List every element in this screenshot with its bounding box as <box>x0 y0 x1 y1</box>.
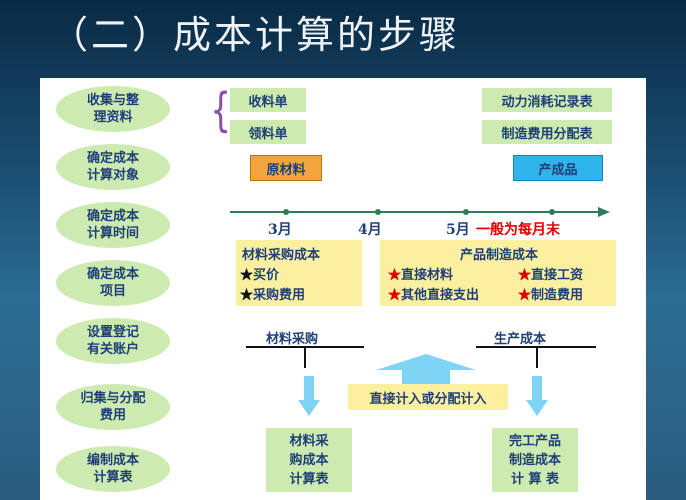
timeline-may: 5月 <box>446 222 470 238</box>
doc-power-record: 动力消耗记录表 <box>482 88 612 112</box>
account-purchase-label: 材料采购 <box>266 332 319 347</box>
object-finished-product: 产成品 <box>513 155 603 181</box>
step-prepare-table: 编制成本计算表 <box>56 446 170 492</box>
production-item: ★制造费用 <box>518 288 584 303</box>
account-purchase-divider <box>304 346 306 368</box>
step-allocate-expenses: 归集与分配费用 <box>56 384 170 430</box>
step-set-accounts: 设置登记有关账户 <box>56 318 170 364</box>
step-collect-data: 收集与整理资料 <box>56 86 170 132</box>
up-arrow-icon <box>376 354 476 388</box>
production-item: ★直接材料 <box>388 268 454 283</box>
timeline-april: 4月 <box>358 222 382 238</box>
output-product-table: 完工产品制造成本计 算 表 <box>492 428 578 492</box>
star-icon: ★ <box>388 268 402 283</box>
down-arrow-icon <box>526 376 548 416</box>
star-icon: ★ <box>240 288 254 303</box>
timeline-note: 一般为每月末 <box>476 222 560 238</box>
doc-overhead-allocation: 制造费用分配表 <box>482 120 612 144</box>
purchase-cost-box: 材料采购成本 ★买价 ★采购费用 <box>236 240 362 306</box>
doc-receipt-note: 收料单 <box>230 88 306 112</box>
object-raw-material: 原材料 <box>250 155 322 181</box>
down-arrow-icon <box>298 376 320 416</box>
timeline-axis <box>230 207 610 217</box>
production-item: ★直接工资 <box>518 268 584 283</box>
star-icon: ★ <box>518 288 532 303</box>
page-title: （二）成本计算的步骤 <box>50 13 461 57</box>
flow-allocation-box: 直接计入或分配计入 <box>348 384 508 410</box>
production-cost-title: 产品制造成本 <box>460 248 539 263</box>
step-cost-items: 确定成本项目 <box>56 260 170 306</box>
star-icon: ★ <box>240 268 254 283</box>
production-item: ★其他直接支出 <box>388 288 480 303</box>
account-production-divider <box>536 346 538 368</box>
step-cost-period: 确定成本计算时间 <box>56 202 170 248</box>
timeline-march: 3月 <box>268 222 292 238</box>
star-icon: ★ <box>518 268 532 283</box>
doc-requisition-note: 领料单 <box>230 120 306 144</box>
purchase-cost-title: 材料采购成本 <box>242 248 321 263</box>
steps-panel: 收集与整理资料 确定成本计算对象 确定成本计算时间 确定成本项目 设置登记有关账… <box>40 78 646 500</box>
production-cost-box: 产品制造成本 ★直接材料 ★直接工资 ★其他直接支出 ★制造费用 <box>380 240 616 306</box>
account-production-label: 生产成本 <box>494 332 547 347</box>
purchase-item: ★采购费用 <box>240 288 306 303</box>
star-icon: ★ <box>388 288 402 303</box>
step-cost-object: 确定成本计算对象 <box>56 144 170 190</box>
purchase-item: ★买价 <box>240 268 280 283</box>
brace-icon: { <box>210 83 231 137</box>
output-purchase-table: 材料采购成本计算表 <box>266 428 352 492</box>
